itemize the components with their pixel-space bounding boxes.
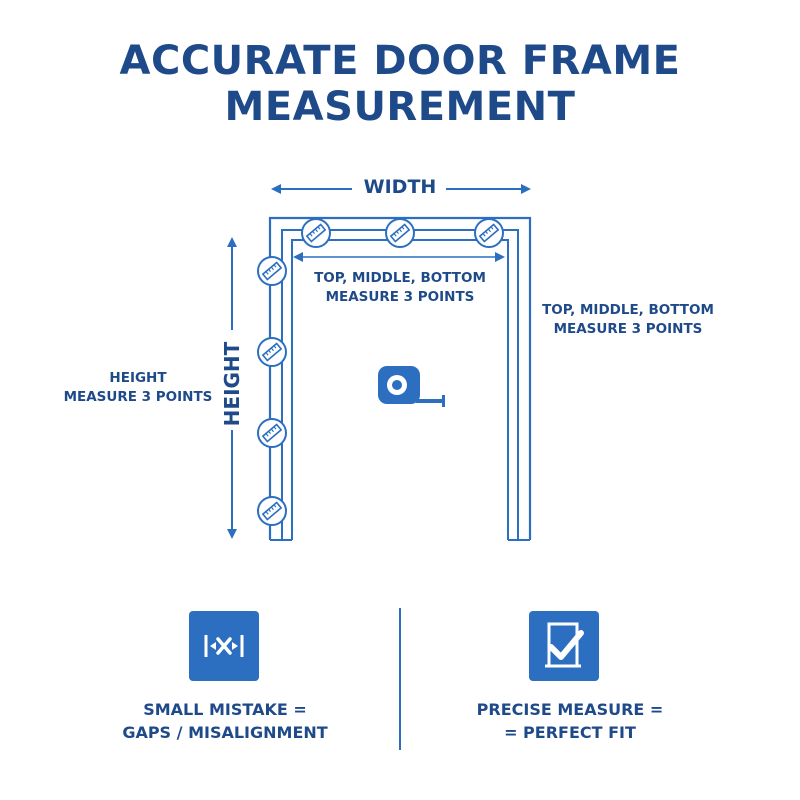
top-right-ruler-icon: [474, 218, 504, 248]
left-bottom-ruler-icon: [257, 496, 287, 526]
left-measure-note: HEIGHT MEASURE 3 POINTS: [50, 369, 226, 407]
precise-caption-line-2: = PERFECT FIT: [504, 723, 636, 742]
mistake-caption-line-1: SMALL MISTAKE =: [143, 700, 307, 719]
checkmark-fit-icon: [529, 611, 599, 681]
page-title: ACCURATE DOOR FRAME MEASUREMENT: [0, 38, 800, 130]
precise-caption-line-1: PRECISE MEASURE =: [476, 700, 664, 719]
left-note-line-2: MEASURE 3 POINTS: [63, 389, 213, 405]
right-note-line-1: TOP, MIDDLE, BOTTOM: [542, 302, 714, 318]
left-upper-ruler-icon: [257, 337, 287, 367]
top-note-line-1: TOP, MIDDLE, BOTTOM: [314, 270, 486, 286]
right-note-line-2: MEASURE 3 POINTS: [553, 321, 703, 337]
mistake-caption-line-2: GAPS / MISALIGNMENT: [122, 723, 328, 742]
tape-measure-icon: [378, 366, 445, 407]
width-label: WIDTH: [363, 176, 437, 198]
title-line-1: ACCURATE DOOR FRAME: [119, 38, 681, 84]
left-lower-ruler-icon: [257, 418, 287, 448]
left-note-line-1: HEIGHT: [109, 370, 167, 386]
left-top-ruler-icon: [257, 256, 287, 286]
top-note-line-2: MEASURE 3 POINTS: [325, 289, 475, 305]
section-divider: [399, 608, 401, 750]
right-measure-note: TOP, MIDDLE, BOTTOM MEASURE 3 POINTS: [528, 301, 728, 339]
title-line-2: MEASUREMENT: [224, 84, 576, 130]
top-measure-note: TOP, MIDDLE, BOTTOM MEASURE 3 POINTS: [300, 269, 500, 307]
precise-caption: PRECISE MEASURE = = PERFECT FIT: [440, 698, 700, 744]
gap-misalignment-icon: [189, 611, 259, 681]
top-middle-ruler-icon: [385, 218, 415, 248]
mistake-caption: SMALL MISTAKE = GAPS / MISALIGNMENT: [90, 698, 360, 744]
top-left-ruler-icon: [301, 218, 331, 248]
